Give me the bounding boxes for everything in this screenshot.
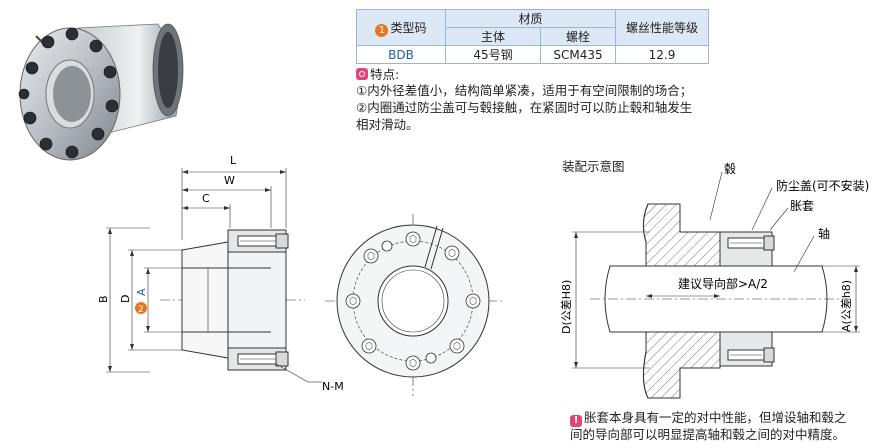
product-photo (18, 23, 184, 161)
assembly-guide-label: 建议导向部>A/2 (678, 276, 768, 291)
dim-A-badge: 2 (138, 305, 144, 315)
bolt-cell: SCM435 (540, 45, 616, 64)
features-title: 特点: (370, 67, 400, 82)
dim-C: C (202, 192, 210, 205)
assembly-D-tol: D(公差H8) (560, 280, 573, 334)
bolt-header: 螺栓 (540, 27, 616, 46)
assembly-drawing: 毂 防尘盖(可不安装) 胀套 轴 建议导向部>A/2 D(公差H8) A(公差h… (560, 162, 869, 399)
dim-B: B (97, 295, 110, 303)
feature-tag-icon (356, 68, 368, 80)
dim-NM: N-M (322, 380, 344, 393)
model-badge: 1 (375, 23, 389, 37)
note-line-1: !胀套本身具有一定的对中性能，但增设轴和毂之 (570, 409, 847, 427)
body-header: 主体 (445, 27, 541, 46)
model-header: 类型码 (390, 20, 427, 35)
assembly-sleeve-label: 胀套 (790, 199, 814, 213)
dim-A: A (135, 288, 148, 296)
dim-W: W (224, 174, 235, 187)
model-cell: BDB (356, 45, 446, 64)
dim-A-badge-circle (135, 302, 147, 314)
note-text-1: 胀套本身具有一定的对中性能，但增设轴和毂之 (584, 410, 847, 425)
assembly-A-tol: A(公差h8) (839, 280, 853, 332)
feature-line-1: ①内外径差值小，结构简单紧凑，适用于有空间限制的场合； (356, 83, 693, 98)
body-cell: 45号钢 (445, 45, 541, 64)
front-view-drawing (325, 214, 503, 396)
assembly-shaft-label: 轴 (818, 226, 830, 241)
assembly-dust-cover-label: 防尘盖(可不安装) (776, 178, 869, 193)
assembly-title: 装配示意图 (562, 159, 625, 174)
grade-header: 螺丝性能等级 (615, 9, 709, 46)
feature-line-2: ②内圈通过防尘盖可与毂接触，在紧固时可以防止毂和轴发生 (356, 100, 693, 115)
dim-L: L (230, 154, 237, 167)
grade-cell: 12.9 (615, 45, 709, 64)
warning-icon: ! (570, 415, 582, 427)
dim-D: D (119, 295, 132, 303)
assembly-hub-label: 毂 (724, 162, 736, 176)
note-line-2: 间的导向部可以明显提高轴和毂之间的对中精度。 (570, 427, 846, 442)
features-title-line: 特点: (356, 66, 399, 84)
side-section-drawing: L W C B D 2 A N-M (97, 154, 344, 393)
material-header: 材质 (445, 9, 616, 28)
feature-line-3: 相对滑动。 (356, 117, 419, 132)
